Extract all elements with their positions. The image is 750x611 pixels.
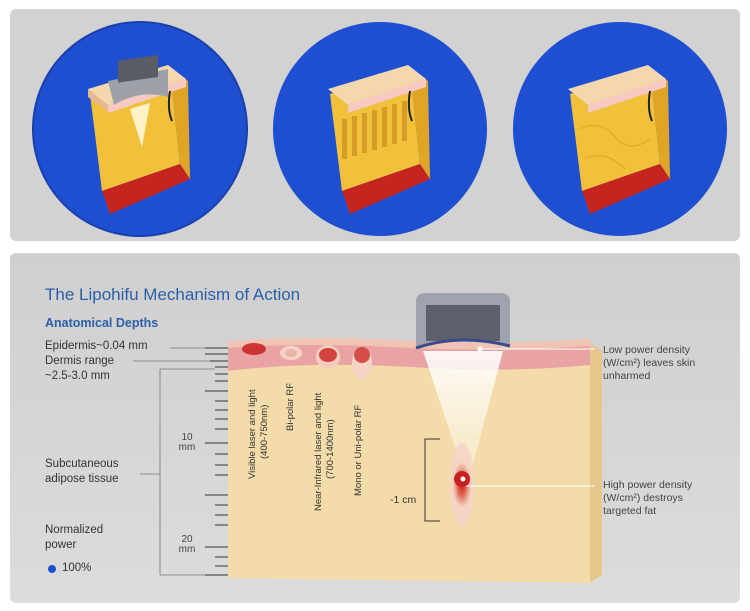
high-power-label-3: targeted fat: [603, 505, 657, 517]
tick-10-value: 10: [181, 432, 193, 443]
power-dot-icon: [48, 565, 56, 573]
illustration-panel: [10, 9, 740, 241]
focus-depth-label: -1 cm: [390, 494, 417, 506]
page-title: The Lipohifu Mechanism of Action: [45, 285, 301, 304]
skin-block-icon: [32, 21, 248, 237]
mechanism-panel: The Lipohifu Mechanism of Action Anatomi…: [10, 253, 740, 603]
modality-nir-2: (700-1400nm): [325, 419, 336, 479]
skin-block-icon: [273, 22, 487, 236]
tick-20-unit: mm: [178, 544, 196, 555]
low-power-label-1: Low power density: [603, 344, 690, 356]
power-value: 100%: [62, 562, 92, 574]
epidermis-label: Epidermis~0.04 mm: [45, 340, 148, 352]
low-power-label-2: (W/cm²) leaves skin: [603, 357, 696, 369]
mechanism-diagram: [48, 293, 602, 583]
modality-bipolar: Bi-polar RF: [285, 382, 296, 431]
high-power-label-1: High power density: [603, 479, 693, 491]
depth-ruler: [205, 347, 228, 576]
modality-mono: Mono or Uni-polar RF: [353, 404, 364, 496]
adipose-label-2: adipose tissue: [45, 473, 119, 485]
high-power-label-2: (W/cm²) destroys: [603, 492, 683, 504]
dermis-label-1: Dermis range: [45, 355, 115, 367]
skin-block-icon: [513, 22, 727, 236]
adipose-block: [228, 343, 590, 583]
epidermis-layer: [228, 338, 590, 350]
hifu-transducer-icon: [415, 293, 511, 350]
section-subtitle: Anatomical Depths: [45, 316, 159, 330]
tick-10-unit: mm: [178, 442, 196, 453]
dermis-label-2: ~2.5-3.0 mm: [45, 370, 110, 382]
tick-20-value: 20: [181, 534, 193, 545]
low-power-label-3: unharmed: [603, 370, 651, 382]
power-label-1: Normalized: [45, 524, 104, 536]
modality-nir-1: Near-Infrared laser and light: [313, 392, 324, 511]
adipose-label-1: Subcutaneous: [45, 458, 119, 470]
power-label-2: power: [45, 539, 77, 551]
modality-visible-2: (400-750nm): [259, 404, 270, 459]
modality-visible-1: Visible laser and light: [247, 389, 258, 479]
